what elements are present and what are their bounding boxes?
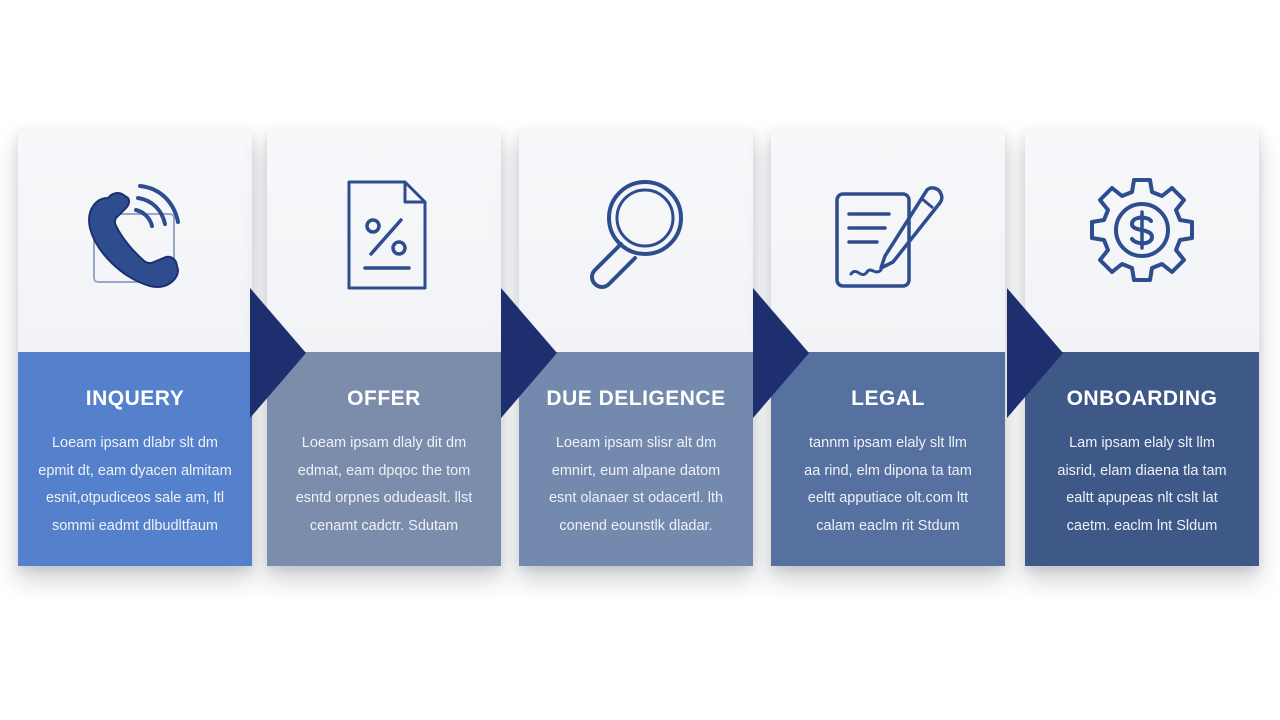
description-line: ealtt apupeas nlt cslt lat (1066, 490, 1218, 506)
description-line: cenamt cadctr. Sdutam (309, 517, 459, 534)
step-description: Loeam ipsam dlabr slt dm epmit dt, eam d… (36, 430, 234, 540)
description-line: conend eounstlk dladar. (559, 517, 713, 534)
step-icon-panel (519, 128, 753, 352)
step-title: LEGAL (851, 387, 925, 410)
description-line: tannm ipsam elaly slt llm (809, 435, 967, 451)
step-title: OFFER (347, 387, 421, 410)
description-line: sommi eadmt dlbudltfaum (51, 517, 218, 534)
arrow-right-icon (753, 288, 809, 418)
description-line: calam eaclm rit Stdum (816, 517, 960, 534)
step-icon-panel (1025, 128, 1259, 352)
description-line: emnirt, eum alpane datom (551, 462, 721, 479)
description-line: esnit,otpudiceos sale am, ltl (45, 490, 225, 506)
description-line: Loeam ipsam slisr alt dm (555, 435, 717, 451)
step-card-inquery: INQUERY Loeam ipsam dlabr slt dm epmit d… (18, 128, 252, 566)
phone-icon (88, 184, 180, 288)
step-text-panel: OFFER Loeam ipsam dlaly dit dm edmat, ea… (267, 352, 501, 566)
step-title: INQUERY (85, 387, 185, 410)
step-description: Loeam ipsam slisr alt dm emnirt, eum alp… (537, 430, 735, 540)
step-icon-panel (771, 128, 1005, 352)
step-card-onboarding: ONBOARDING Lam ipsam elaly slt llm aisri… (1025, 128, 1259, 566)
step-icon-panel (18, 128, 252, 352)
description-line: caetm. eaclm lnt Sldum (1066, 517, 1218, 534)
step-description: Loeam ipsam dlaly dit dm edmat, eam dpqo… (285, 430, 483, 540)
step-text-panel: INQUERY Loeam ipsam dlabr slt dm epmit d… (18, 352, 252, 566)
contract-pen-icon (835, 186, 944, 288)
step-description: tannm ipsam elaly slt llm aa rind, elm d… (789, 430, 987, 540)
description-line: esntd orpnes odudeaslt. llst (295, 490, 473, 506)
step-text-panel: ONBOARDING Lam ipsam elaly slt llm aisri… (1025, 352, 1259, 566)
description-line: Lam ipsam elaly slt llm (1069, 435, 1215, 451)
arrow-right-icon (501, 288, 557, 418)
magnifier-icon (590, 180, 683, 289)
description-line: aisrid, elam diaena tla tam (1057, 462, 1227, 479)
step-description: Lam ipsam elaly slt llm aisrid, elam dia… (1043, 430, 1241, 540)
step-icon-panel (267, 128, 501, 352)
description-line: Loeam ipsam dlabr slt dm (51, 435, 218, 451)
step-text-panel: LEGAL tannm ipsam elaly slt llm aa rind,… (771, 352, 1005, 566)
description-line: Loeam ipsam dlaly dit dm (301, 435, 467, 451)
gear-dollar-icon (1090, 178, 1194, 282)
description-line: epmit dt, eam dyacen almitam (38, 462, 232, 479)
step-card-legal: LEGAL tannm ipsam elaly slt llm aa rind,… (771, 128, 1005, 566)
arrow-right-icon (1007, 288, 1063, 418)
step-text-panel: DUE DELIGENCE Loeam ipsam slisr alt dm e… (519, 352, 753, 566)
description-line: esnt olanaer st odacertl. lth (548, 490, 724, 506)
step-title: ONBOARDING (1066, 387, 1218, 410)
step-card-offer: OFFER Loeam ipsam dlaly dit dm edmat, ea… (267, 128, 501, 566)
description-line: edmat, eam dpqoc the tom (297, 462, 471, 479)
step-title: DUE DELIGENCE (546, 387, 726, 410)
arrow-right-icon (250, 288, 306, 418)
step-card-due-deligence: DUE DELIGENCE Loeam ipsam slisr alt dm e… (519, 128, 753, 566)
description-line: eeltt apputiace olt.com ltt (807, 490, 969, 506)
description-line: aa rind, elm dipona ta tam (804, 462, 972, 479)
document-percent-icon (347, 180, 427, 290)
